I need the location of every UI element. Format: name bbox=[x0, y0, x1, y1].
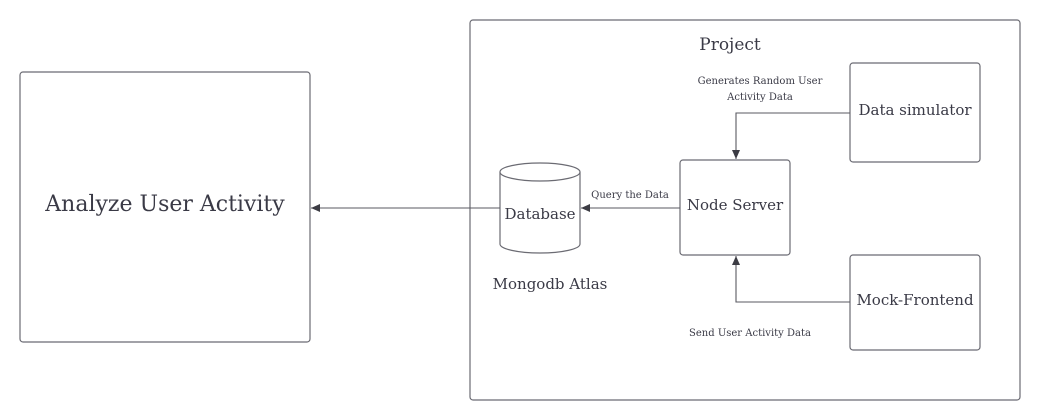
database-caption: Mongodb Atlas bbox=[493, 275, 608, 293]
analyze-user-activity-box bbox=[19, 71, 311, 343]
database-cylinder-top bbox=[499, 162, 581, 182]
edge-server-to-database-label: Query the Data bbox=[591, 190, 669, 201]
database-node: Database Mongodb Atlas bbox=[493, 162, 608, 293]
edge-simulator-to-server-line bbox=[732, 112, 850, 159]
data-simulator-label: Data simulator bbox=[858, 101, 972, 119]
database-cylinder-body bbox=[499, 172, 581, 254]
analyze-user-activity-label: Analyze User Activity bbox=[44, 192, 285, 217]
mock-frontend-node: Mock-Frontend bbox=[849, 254, 981, 351]
data-simulator-node: Data simulator bbox=[849, 62, 981, 163]
edge-simulator-to-server-label-line2: Activity Data bbox=[726, 92, 793, 103]
database-label: Database bbox=[504, 205, 575, 223]
edge-simulator-to-server-label-line1: Generates Random User bbox=[698, 76, 823, 87]
edge-frontend-to-server: Send User Activity Data bbox=[689, 256, 850, 339]
node-server-label: Node Server bbox=[687, 196, 784, 214]
node-server-node: Node Server bbox=[679, 159, 791, 256]
analyze-user-activity-node: Analyze User Activity bbox=[19, 71, 311, 343]
edge-simulator-to-server: Generates Random User Activity Data bbox=[698, 76, 850, 159]
project-title: Project bbox=[699, 35, 761, 55]
mock-frontend-label: Mock-Frontend bbox=[856, 291, 974, 309]
edge-server-to-database: Query the Data bbox=[581, 190, 680, 212]
edge-frontend-to-server-line bbox=[732, 256, 850, 303]
edge-frontend-to-server-label: Send User Activity Data bbox=[689, 328, 811, 339]
